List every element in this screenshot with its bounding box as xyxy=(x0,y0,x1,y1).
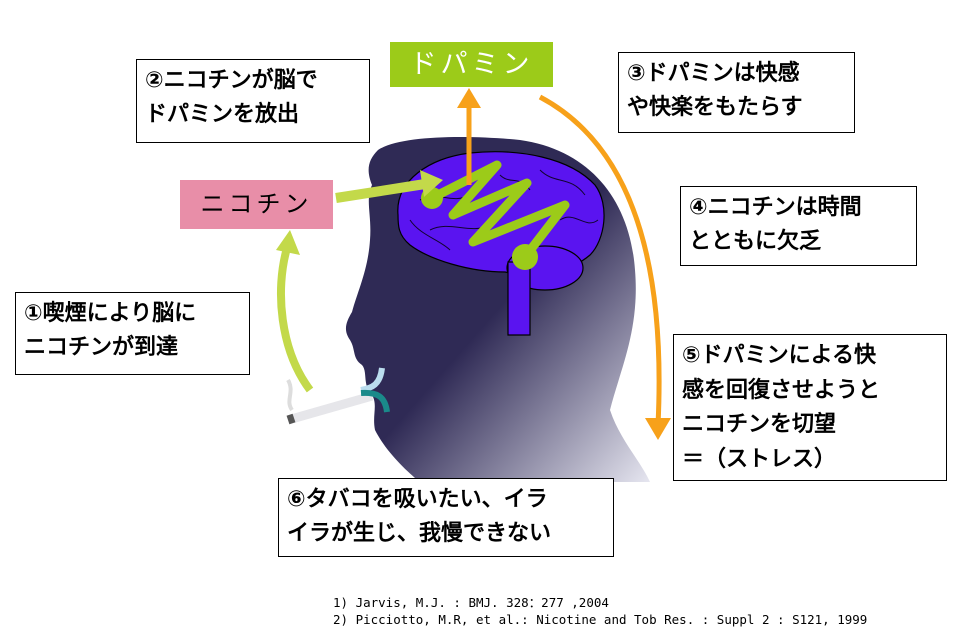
step-2-line: ドパミンを放出 xyxy=(145,102,300,127)
green-arrow-to-brain xyxy=(335,170,443,203)
step-5-line: 感を回復させようと xyxy=(682,377,881,403)
reference-1: 1) Jarvis, M.J. : BMJ. 328：277 ,2004 xyxy=(333,595,609,610)
step-5-line: ⑤ドパミンによる快 xyxy=(682,343,876,368)
step-5-line: ニコチンを切望 xyxy=(682,412,837,437)
step-5-box: ⑤ドパミンによる快 感を回復させようと ニコチンを切望 ＝（ストレス） xyxy=(673,334,947,481)
step-3-line: や快楽をもたらす xyxy=(627,95,803,120)
nicotine-zigzag xyxy=(429,160,570,260)
step-4-line: とともに欠乏 xyxy=(689,229,822,254)
step-1-line: ニコチンが到達 xyxy=(24,335,179,360)
step-1-line: ①喫煙により脳に xyxy=(24,301,197,326)
step-4-box: ④ニコチンは時間 とともに欠乏 xyxy=(680,186,917,266)
step-6-line: ⑥タバコを吸いたい、イラ xyxy=(287,487,548,512)
step-3-box: ③ドパミンは快感 や快楽をもたらす xyxy=(618,52,855,133)
step-2-line: ②ニコチンが脳で xyxy=(145,68,318,93)
reference-2: 2) Picciotto, M.R, et al.: Nicotine and … xyxy=(333,612,868,627)
references: 1) Jarvis, M.J. : BMJ. 328：277 ,2004 2) P… xyxy=(333,594,867,628)
receptor-dot xyxy=(512,244,538,270)
step-2-box: ②ニコチンが脳で ドパミンを放出 xyxy=(136,59,370,143)
step-6-line: イラが生じ、我慢できない xyxy=(287,521,552,546)
orange-up-arrow xyxy=(457,88,481,185)
step-6-box: ⑥タバコを吸いたい、イラ イラが生じ、我慢できない xyxy=(278,478,614,557)
green-curved-arrow xyxy=(276,230,314,393)
step-1-box: ①喫煙により脳に ニコチンが到達 xyxy=(15,292,250,375)
nicotine-label: ニコチン xyxy=(180,180,333,229)
step-4-line: ④ニコチンは時間 xyxy=(689,195,862,220)
step-5-line: ＝（ストレス） xyxy=(682,446,837,472)
step-3-line: ③ドパミンは快感 xyxy=(627,61,800,86)
orange-curved-arrow xyxy=(538,94,671,440)
cigarette xyxy=(286,367,390,425)
dopamine-label: ドパミン xyxy=(390,42,553,87)
